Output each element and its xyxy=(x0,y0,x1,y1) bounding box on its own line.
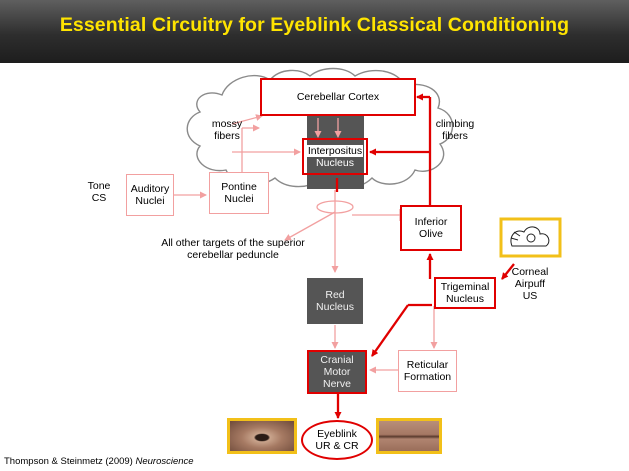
corneal-airpuff-label: Corneal Airpuff US xyxy=(500,266,560,302)
eye-photo-closed xyxy=(376,418,442,454)
interpositus-nucleus-box: Interpositus Nucleus xyxy=(302,138,368,175)
cranial-motor-nerve-box: Cranial Motor Nerve xyxy=(307,350,367,394)
citation: Thompson & Steinmetz (2009) Neuroscience xyxy=(4,456,194,467)
eye-photo-open xyxy=(227,418,297,454)
cerebellar-cortex-label: Cerebellar Cortex xyxy=(297,91,379,103)
trigeminal-nucleus-box: Trigeminal Nucleus xyxy=(434,277,496,309)
airpuff-icon xyxy=(501,219,560,256)
reticular-formation-box: Reticular Formation xyxy=(398,350,457,392)
climbing-fibers-label: climbing fibers xyxy=(431,118,479,142)
mossy-fibers-label: mossy fibers xyxy=(205,118,249,142)
cerebellar-cortex-box: Cerebellar Cortex xyxy=(260,78,416,116)
tone-cs-label: Tone CS xyxy=(82,180,116,204)
eyeblink-response-ellipse: Eyeblink UR & CR xyxy=(301,420,373,460)
pontine-nuclei-box: Pontine Nuclei xyxy=(209,172,269,214)
auditory-nuclei-box: Auditory Nuclei xyxy=(126,174,174,216)
inferior-olive-box: Inferior Olive xyxy=(400,205,462,251)
other-targets-label: All other targets of the superior cerebe… xyxy=(148,237,318,261)
red-nucleus-box: Red Nucleus xyxy=(307,278,363,324)
